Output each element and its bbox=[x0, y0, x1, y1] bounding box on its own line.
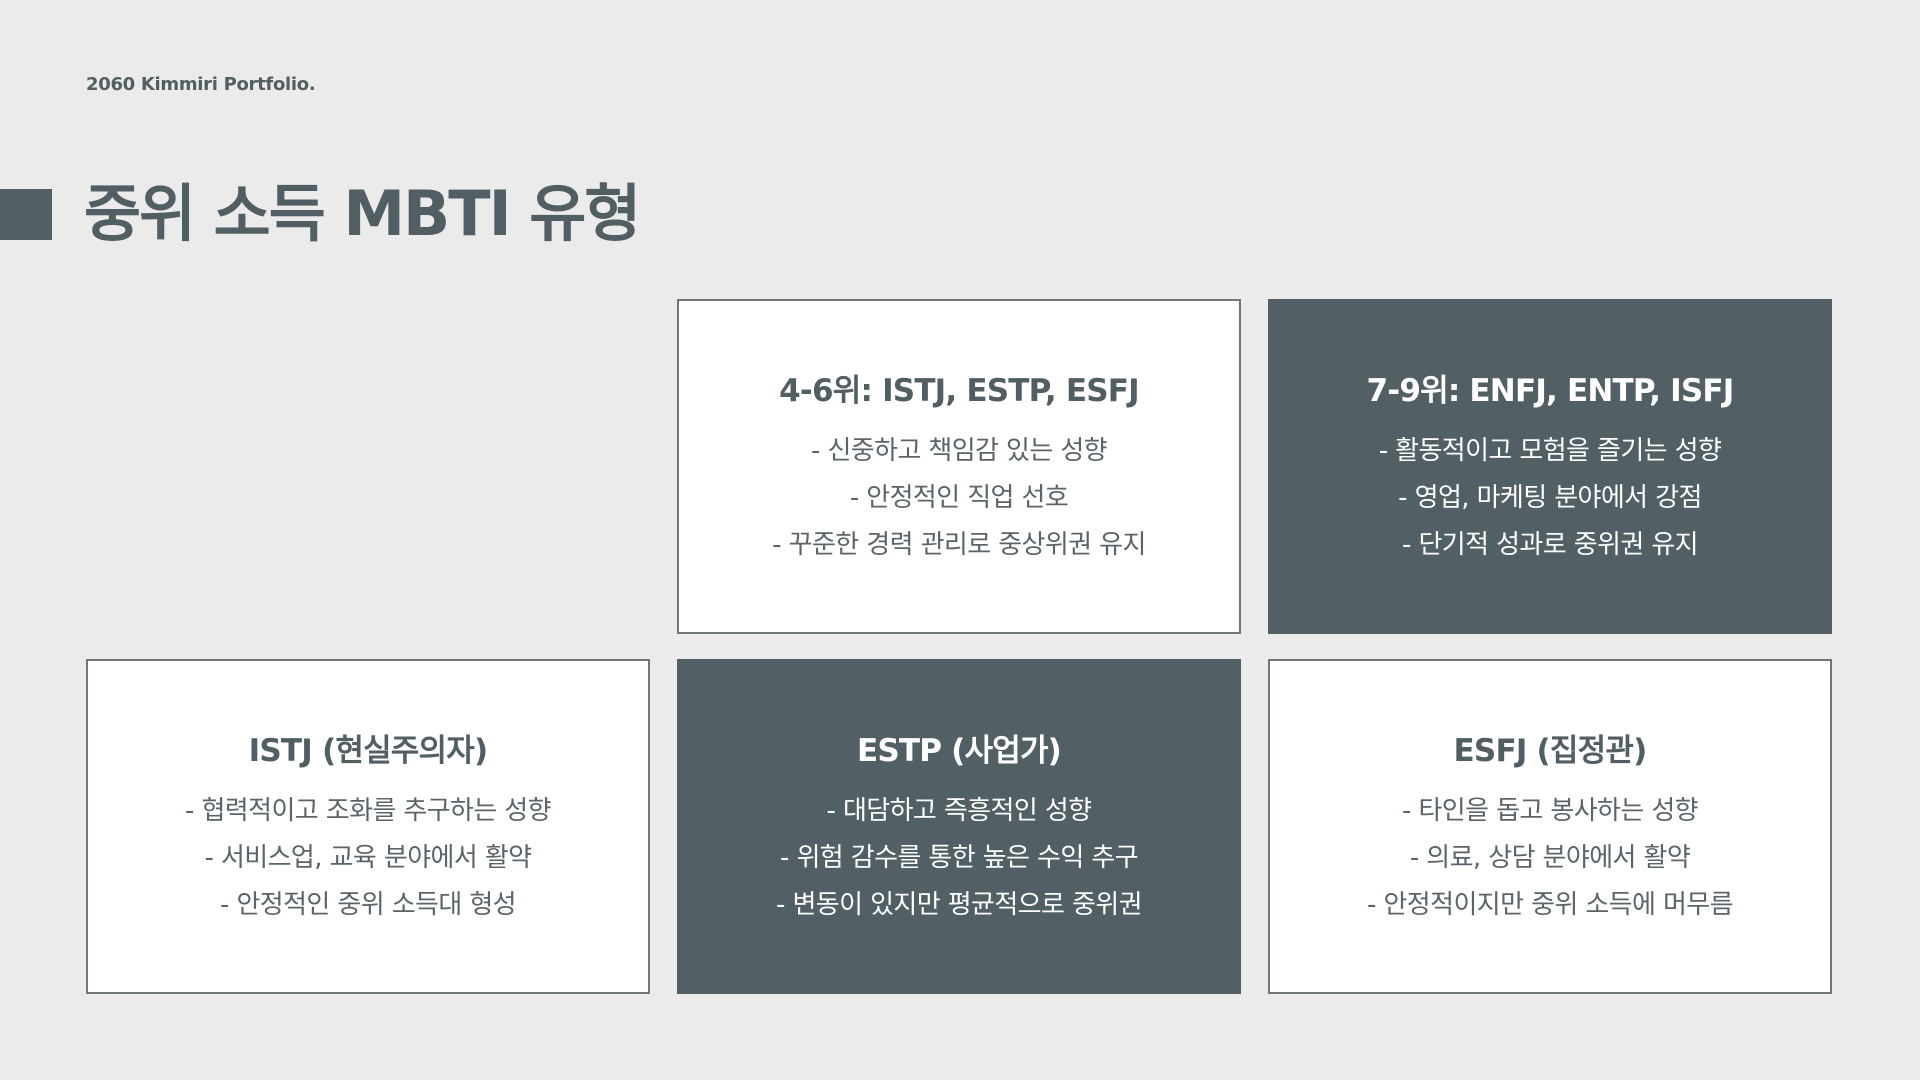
card-title: ESFJ (집정관) bbox=[1453, 732, 1648, 769]
card-title: ISTJ (현실주의자) bbox=[248, 732, 488, 769]
card-list: - 타인을 돕고 봉사하는 성향 - 의료, 상담 분야에서 활약 - 안정적이… bbox=[1367, 788, 1734, 929]
card-title: 4-6위: ISTJ, ESTP, ESFJ bbox=[779, 372, 1139, 409]
card-list-item: - 대담하고 즉흥적인 성향 bbox=[826, 795, 1093, 826]
card-list-item: - 안정적인 직업 선호 bbox=[849, 482, 1069, 513]
card-list-item: - 협력적이고 조화를 추구하는 성향 bbox=[185, 795, 552, 826]
title-accent-bar bbox=[0, 189, 52, 240]
card-list-item: - 타인을 돕고 봉사하는 성향 bbox=[1402, 795, 1699, 826]
card-list-item: - 서비스업, 교육 분야에서 활약 bbox=[204, 842, 533, 873]
card-estp: ESTP (사업가) - 대담하고 즉흥적인 성향 - 위험 감수를 통한 높은… bbox=[677, 659, 1241, 994]
page-title: 중위 소득 MBTI 유형 bbox=[84, 177, 641, 250]
card-list-item: - 의료, 상담 분야에서 활약 bbox=[1409, 842, 1691, 873]
card-list-item: - 단기적 성과로 중위권 유지 bbox=[1402, 529, 1699, 560]
card-list-item: - 위험 감수를 통한 높은 수익 추구 bbox=[780, 842, 1139, 873]
card-list-item: - 꾸준한 경력 관리로 중상위권 유지 bbox=[772, 529, 1146, 560]
card-list-item: - 안정적인 중위 소득대 형성 bbox=[220, 889, 517, 920]
card-rank-7-9: 7-9위: ENFJ, ENTP, ISFJ - 활동적이고 모험을 즐기는 성… bbox=[1268, 299, 1832, 634]
card-list: - 대담하고 즉흥적인 성향 - 위험 감수를 통한 높은 수익 추구 - 변동… bbox=[776, 788, 1143, 929]
card-list-item: - 영업, 마케팅 분야에서 강점 bbox=[1398, 482, 1702, 513]
card-istj: ISTJ (현실주의자) - 협력적이고 조화를 추구하는 성향 - 서비스업,… bbox=[86, 659, 650, 994]
brand-label: 2060 Kimmiri Portfolio. bbox=[86, 74, 316, 95]
card-title: ESTP (사업가) bbox=[856, 732, 1062, 769]
card-rank-4-6: 4-6위: ISTJ, ESTP, ESFJ - 신중하고 책임감 있는 성향 … bbox=[677, 299, 1241, 634]
card-list: - 신중하고 책임감 있는 성향 - 안정적인 직업 선호 - 꾸준한 경력 관… bbox=[772, 428, 1146, 569]
card-list-item: - 신중하고 책임감 있는 성향 bbox=[811, 435, 1108, 466]
card-list-item: - 활동적이고 모험을 즐기는 성향 bbox=[1378, 435, 1722, 466]
card-esfj: ESFJ (집정관) - 타인을 돕고 봉사하는 성향 - 의료, 상담 분야에… bbox=[1268, 659, 1832, 994]
card-list: - 협력적이고 조화를 추구하는 성향 - 서비스업, 교육 분야에서 활약 -… bbox=[185, 788, 552, 929]
card-list: - 활동적이고 모험을 즐기는 성향 - 영업, 마케팅 분야에서 강점 - 단… bbox=[1379, 428, 1722, 569]
card-list-item: - 변동이 있지만 평균적으로 중위권 bbox=[776, 889, 1143, 920]
card-title: 7-9위: ENFJ, ENTP, ISFJ bbox=[1366, 372, 1735, 409]
card-list-item: - 안정적이지만 중위 소득에 머무름 bbox=[1367, 889, 1734, 920]
